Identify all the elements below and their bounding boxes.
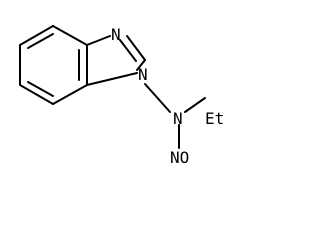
bond-imidazole-top-right-double [119,39,137,62]
atom-label-et: Et [205,109,224,128]
atom-label-layer: N N N Et NO [111,25,224,167]
molecule-diagram: N N N Et NO [19,25,224,167]
bond-benzene-bottom-left [19,84,54,105]
bond-benzene-bottom-right [52,84,88,105]
atom-label-n-top: N [111,25,121,44]
atom-label-n-amine: N [173,109,183,128]
bond-imidazole-bottom [86,72,138,86]
bond-benzene-inner-top [27,33,54,49]
atom-label-n-ring: N [138,65,148,84]
chemical-structure-canvas: N N N Et NO [19,25,225,167]
bond-layer [19,25,206,149]
bond-amine-n-to-ethyl [184,97,206,113]
bond-imidazole-top-left [86,35,111,46]
bond-benzene-top-left [19,25,54,46]
atom-label-no: NO [170,148,189,167]
bond-ring-n-to-amine-n [144,83,171,113]
bond-imidazole-top-right [126,35,146,61]
bond-benzene-inner-bottom [27,81,54,97]
bond-imidazole-right [136,59,146,71]
bond-benzene-top-right [52,25,88,46]
